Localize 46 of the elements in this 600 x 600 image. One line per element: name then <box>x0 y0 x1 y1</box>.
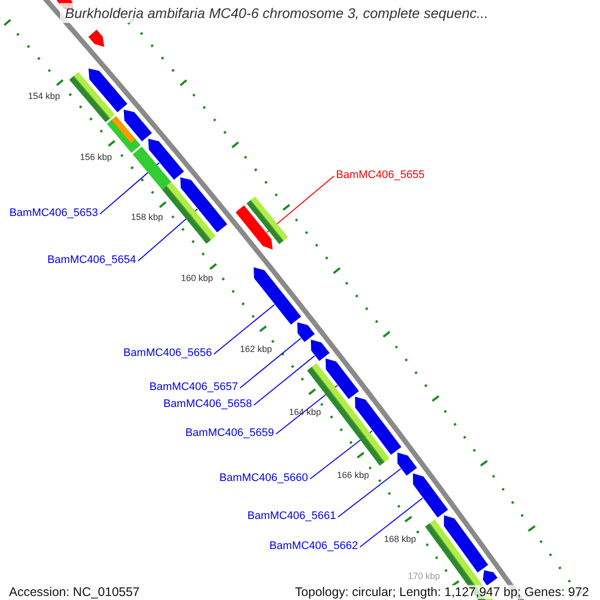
gene-feature <box>148 138 184 180</box>
scale-label: 154 kbp <box>28 91 60 101</box>
gene-feature <box>310 340 330 361</box>
leader-line <box>100 162 160 214</box>
gene-feature <box>355 396 402 455</box>
leader-line <box>276 384 338 434</box>
gene-label: BamMC406_5656 <box>123 346 212 360</box>
gene-feature <box>412 473 448 518</box>
leader-line <box>240 338 302 388</box>
gene-label: BamMC406_5659 <box>185 426 274 440</box>
gene-feature <box>326 358 359 399</box>
accession-text: Accession: NC_010557 <box>9 585 140 599</box>
gene-feature <box>297 322 315 342</box>
gene-label: BamMC406_5658 <box>163 397 252 411</box>
scale-label: 158 kbp <box>130 212 164 222</box>
gene-label: BamMC406_5660 <box>219 471 308 485</box>
gene-feature <box>124 110 152 142</box>
gene-feature <box>254 267 302 325</box>
gene-feature <box>88 30 104 47</box>
leader-line <box>310 430 373 480</box>
gene-feature <box>444 515 488 572</box>
genome-summary: Topology: circular; Length: 1,127,947 bp; Genes: 972 <box>293 585 591 599</box>
leader-line <box>360 498 424 548</box>
leader-line <box>254 355 316 406</box>
leader-line <box>138 208 198 262</box>
scale-label: 160 kbp <box>180 273 214 283</box>
leader-line <box>214 304 275 354</box>
gene-label: BamMC406_5653 <box>9 206 98 220</box>
gene-label: BamMC406_5661 <box>247 509 336 523</box>
scale-label: 166 kbp <box>336 470 370 480</box>
scale-label: 156 kbp <box>80 152 112 162</box>
gene-feature <box>236 205 273 250</box>
gene-label: BamMC406_5655 <box>336 168 425 182</box>
gene-label: BamMC406_5657 <box>149 380 238 394</box>
gene-feature <box>482 570 498 586</box>
scale-label: 164 kbp <box>288 407 322 417</box>
gene-label: BamMC406_5662 <box>269 539 358 553</box>
gene-feature <box>88 68 128 112</box>
gene-label: BamMC406_5654 <box>47 253 136 267</box>
gene-feature <box>397 452 417 476</box>
gene-feature <box>180 177 228 232</box>
scale-label: 162 kbp <box>240 344 272 354</box>
scale-label: 168 kbp <box>384 534 416 544</box>
scale-label: 170 kbp <box>408 571 440 581</box>
leader-line <box>338 468 402 518</box>
leader-line <box>266 176 334 234</box>
